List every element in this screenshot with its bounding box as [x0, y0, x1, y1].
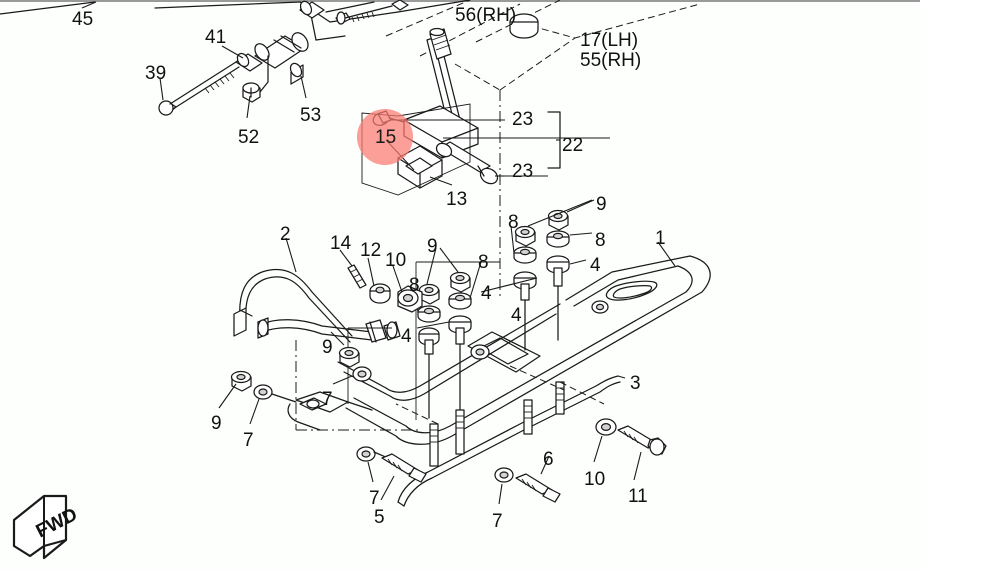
callout-41: 41 [205, 27, 227, 48]
nut-9-mid [449, 271, 471, 293]
bolt-4-far [418, 327, 440, 419]
washer-8-far [417, 305, 441, 323]
callout-4: 4 [511, 305, 522, 326]
callout-7: 7 [369, 488, 380, 509]
washer-8-left [513, 246, 537, 264]
wear-bar-stud-b [455, 409, 465, 455]
tie-rod-lower-23 [435, 141, 499, 185]
callout-9: 9 [322, 337, 333, 358]
callout-7: 7 [492, 511, 503, 532]
callout-23: 23 [512, 109, 534, 130]
washer-7-mid [332, 366, 372, 385]
callout-22: 22 [562, 135, 584, 156]
fastener-stack-right [546, 199, 595, 341]
callout-14: 14 [330, 233, 352, 254]
callout-45: 45 [72, 9, 94, 30]
washer-8-right [546, 230, 570, 248]
bolt-39 [158, 61, 240, 116]
washer-7-lower-left [249, 384, 297, 425]
callout-39: 39 [145, 63, 167, 84]
fastener-stack-far-left [413, 247, 500, 420]
callout-12: 12 [360, 240, 382, 261]
nut-9-mid-lower [330, 331, 360, 368]
spring-pin-14 [339, 249, 367, 289]
callout-4: 4 [481, 283, 492, 304]
bolt-4-mid [448, 315, 472, 421]
steering-column-assembly [361, 27, 610, 196]
bolt-5 [380, 453, 427, 501]
nut-9-far [418, 283, 440, 305]
callout-55rh: 55(RH) [580, 50, 642, 71]
callout-9: 9 [596, 194, 607, 215]
grab-handle-2 [233, 237, 401, 343]
washer-7-bottom [356, 446, 389, 483]
callout-6: 6 [543, 449, 554, 470]
callout-8: 8 [478, 252, 489, 273]
highlight-circle-15 [357, 109, 413, 165]
callout-9: 9 [211, 413, 222, 434]
callout-3: 3 [630, 373, 641, 394]
callout-13: 13 [446, 189, 468, 210]
callout-10: 10 [385, 250, 407, 271]
callout-7: 7 [322, 389, 333, 410]
fastener-stack-left [480, 199, 593, 351]
bolt-6 [515, 455, 561, 503]
callout-2: 2 [280, 224, 291, 245]
wear-bar-stud-a [429, 423, 439, 467]
callout-5: 5 [374, 507, 385, 528]
fastener-stack-mid [416, 247, 482, 421]
callout-7: 7 [243, 430, 254, 451]
wear-bar-stud-c [523, 399, 533, 435]
callout-56rh: 56(RH) [455, 5, 517, 26]
bolt-4-right [546, 255, 570, 341]
callout-23: 23 [512, 161, 534, 182]
upper-arm-assembly [0, 0, 471, 119]
wear-bar-3 [395, 365, 626, 507]
bushing-10 [392, 265, 423, 313]
washer-8-mid [448, 292, 472, 310]
callout-9: 9 [427, 236, 438, 257]
callout-1: 1 [655, 228, 666, 249]
bolt-11 [617, 425, 667, 481]
collar-41 [221, 45, 263, 72]
callout-8: 8 [508, 212, 519, 233]
wear-bar-stud-d [555, 381, 565, 415]
spindle-bushing-top [509, 13, 539, 39]
nut-9-lower-left [218, 370, 252, 409]
washer-7-right [494, 467, 514, 505]
bushing-53 [289, 62, 307, 99]
nut-9-left [514, 225, 536, 247]
callout-4: 4 [401, 326, 412, 347]
fwd-arrow-icon: FWD [12, 494, 81, 560]
callout-53: 53 [300, 105, 322, 126]
callout-8: 8 [409, 275, 420, 296]
upper-bolt-pair [299, 0, 393, 25]
callout-8: 8 [595, 230, 606, 251]
washer-10-right [593, 418, 617, 463]
ski-front-saddle [287, 327, 420, 431]
nut-52 [242, 55, 269, 119]
callout-4: 4 [590, 255, 601, 276]
ski-1 [337, 241, 711, 445]
callout-11: 11 [628, 486, 648, 507]
callout-17lh: 17(LH) [580, 30, 639, 51]
collar-12 [367, 257, 391, 304]
highlight-label-15: 15 [375, 127, 397, 148]
callout-52: 52 [238, 127, 260, 148]
callout-10: 10 [584, 469, 606, 490]
